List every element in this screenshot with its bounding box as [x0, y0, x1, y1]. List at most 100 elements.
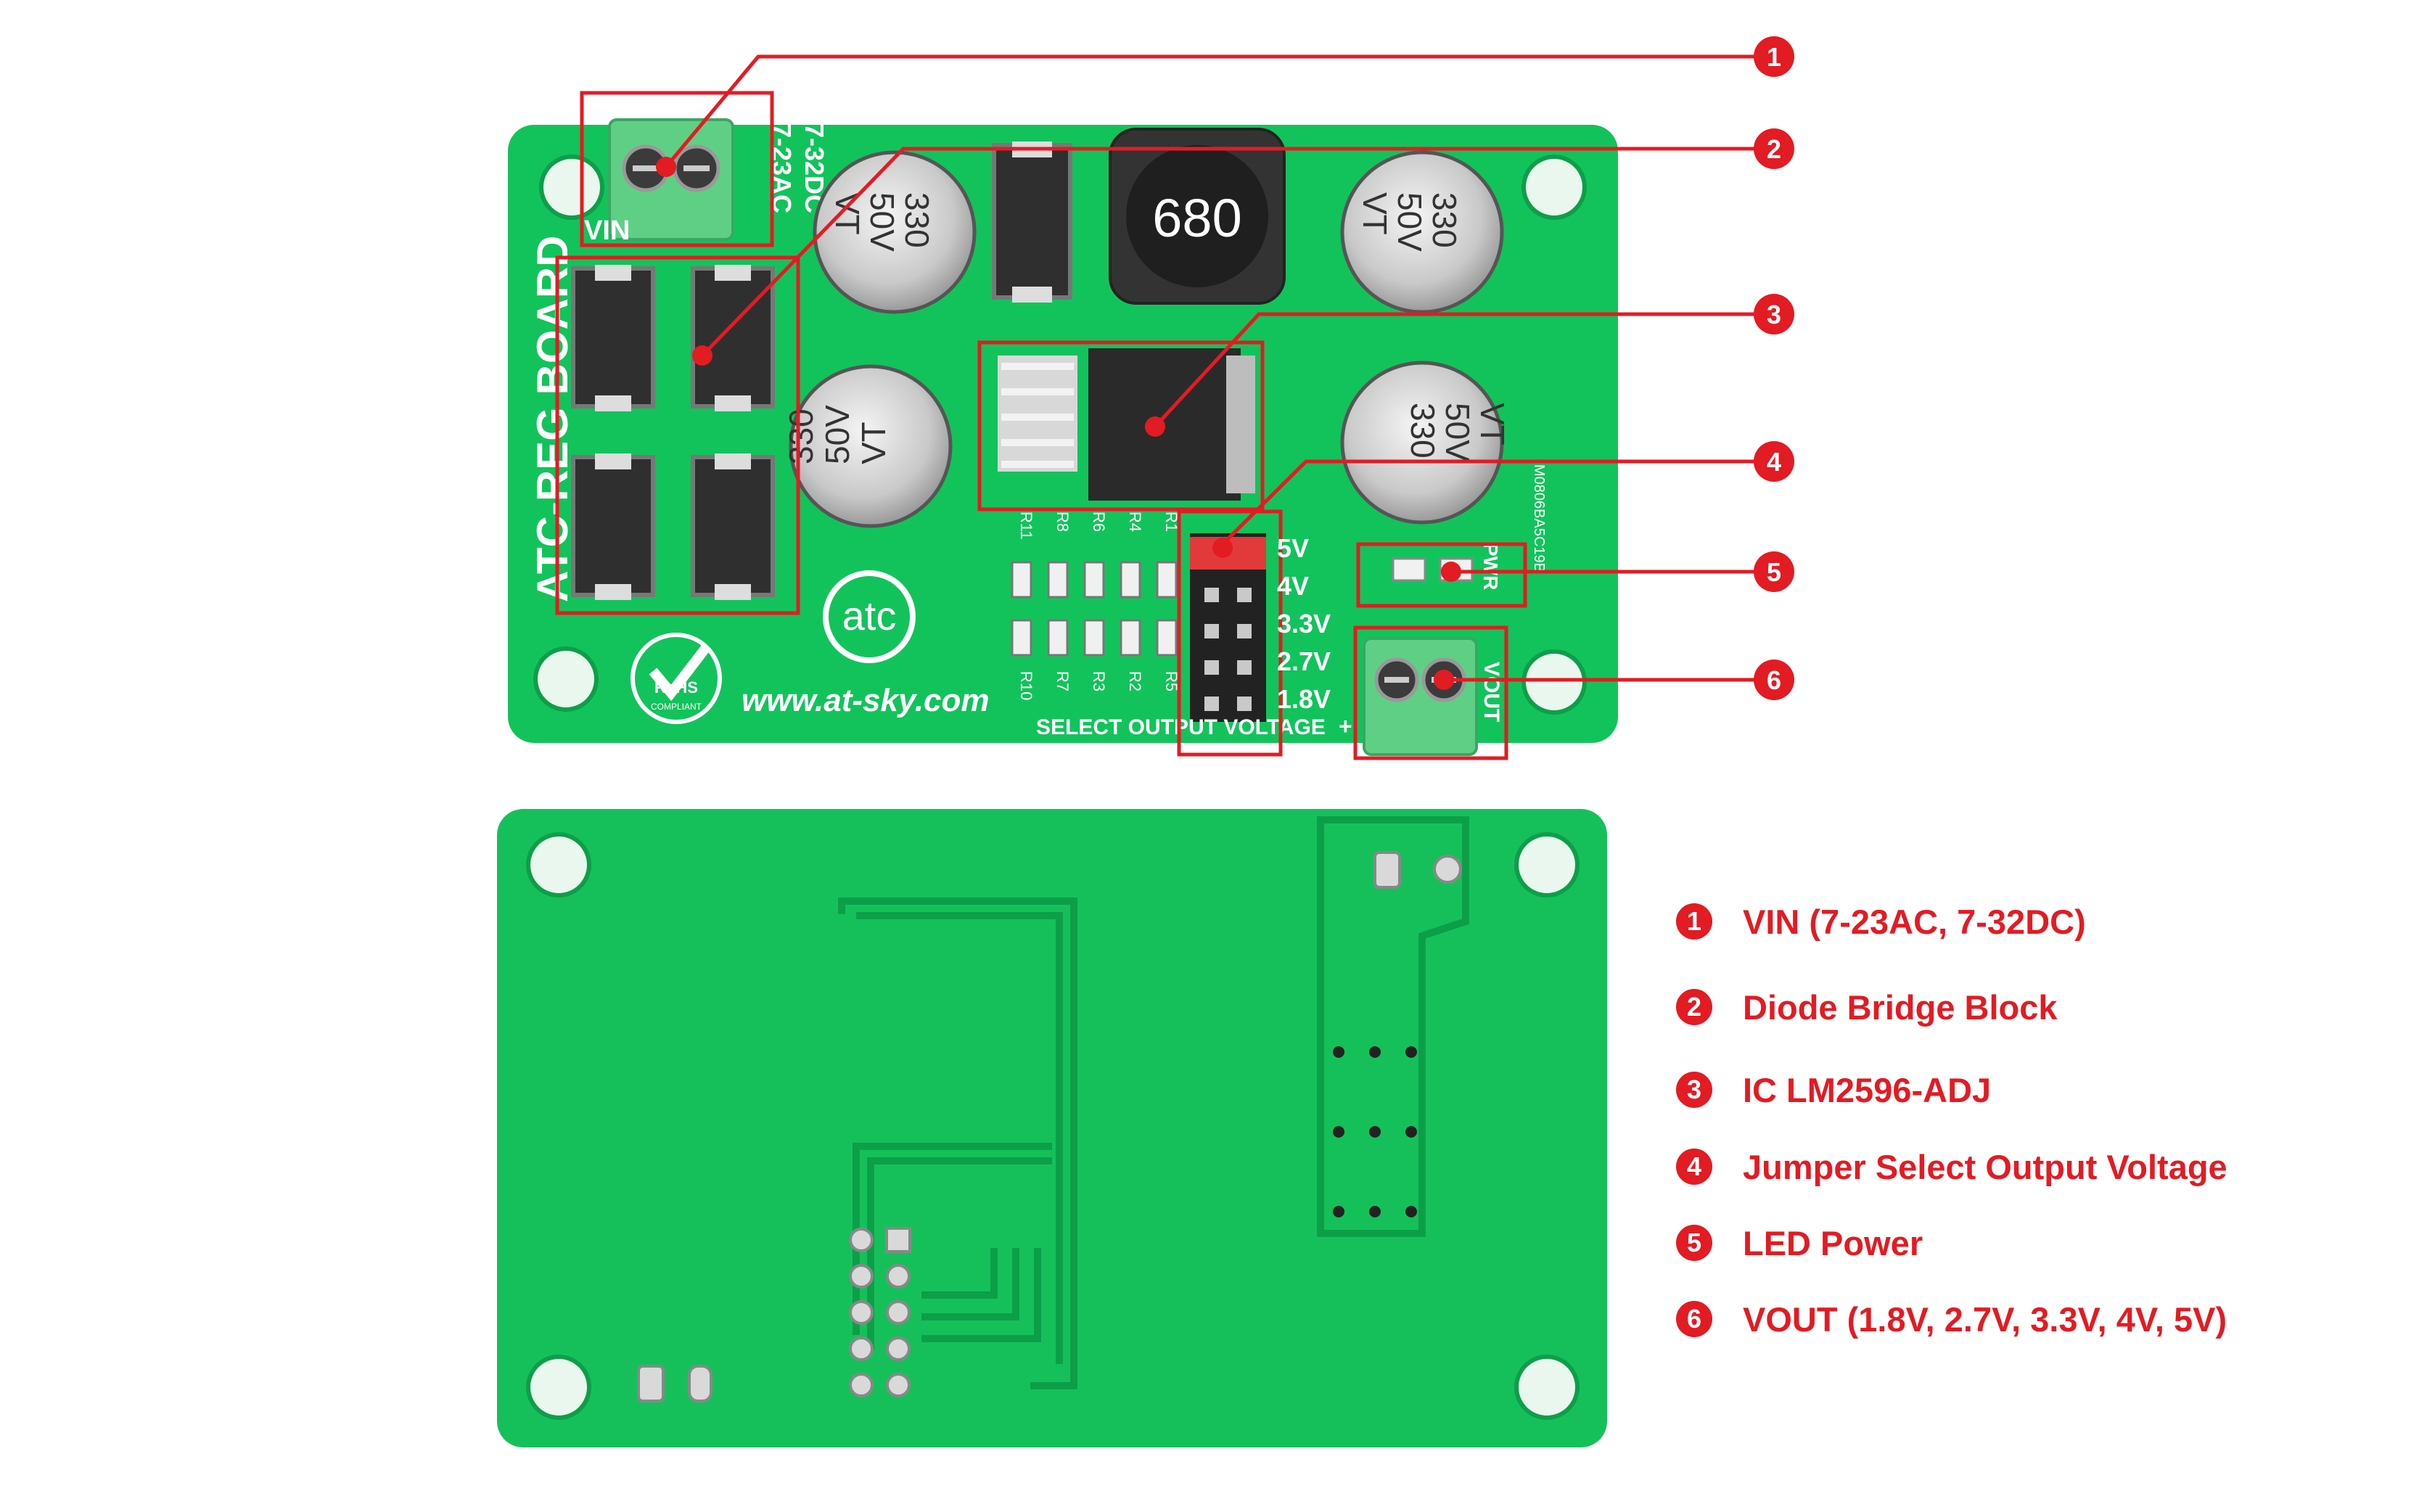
callout-badge — [1754, 36, 1794, 77]
back-pad — [849, 1264, 874, 1289]
back-pad — [849, 1373, 874, 1397]
svg-text:COMPLIANT: COMPLIANT — [651, 702, 702, 712]
header-pin — [1204, 588, 1219, 602]
svg-text:VT: VT — [1356, 192, 1394, 235]
via — [1405, 1126, 1417, 1138]
svg-text:680: 680 — [1152, 188, 1241, 248]
trace — [838, 897, 1077, 1389]
callout-badge — [1754, 128, 1794, 169]
voltage-labels: 5V 4V 3.3V 2.7V 1.8V — [1277, 533, 1331, 714]
legend-item-6: 6 VOUT (1.8V, 2.7V, 3.3V, 4V, 5V) — [1676, 1294, 2227, 1344]
callout-badge-number: 6 — [1767, 665, 1781, 695]
back-pads — [849, 1227, 911, 1397]
callout-badge-number: 1 — [1767, 42, 1781, 72]
voltage-label: 5V — [1277, 533, 1309, 563]
via — [1369, 1046, 1381, 1058]
schottky-diode — [992, 143, 1072, 300]
callout-box-2 — [555, 255, 800, 615]
voltage-label: 4V — [1277, 571, 1309, 601]
resistor — [1011, 619, 1032, 657]
legend-badge: 4 — [1676, 1149, 1712, 1185]
pwr-label: PWR — [1479, 543, 1502, 590]
resistor-label: R4 — [1126, 511, 1144, 532]
atc-logo-ring — [823, 570, 916, 663]
legend-badge: 5 — [1676, 1225, 1712, 1261]
resistor — [1083, 619, 1105, 657]
legend-item-2: 2 Diode Bridge Block — [1676, 982, 2058, 1032]
resistor — [1083, 561, 1105, 599]
back-pad — [886, 1264, 911, 1289]
callout-badge-number: 5 — [1767, 557, 1781, 587]
resistor — [1120, 619, 1141, 657]
legend-label: VIN (7-23AC, 7-32DC) — [1743, 902, 2086, 941]
callout-badge — [1754, 294, 1794, 334]
header-pin — [1237, 697, 1252, 711]
resistor — [1047, 619, 1069, 657]
vias — [1333, 1046, 1417, 1217]
via — [1369, 1126, 1381, 1138]
back-pad — [849, 1300, 874, 1325]
mount-hole — [1521, 649, 1587, 715]
voltage-label: 1.8V — [1277, 684, 1331, 714]
resistor-label: R8 — [1054, 511, 1072, 532]
mount-hole — [1514, 832, 1580, 897]
callout-box-1 — [580, 91, 774, 247]
legend-label: IC LM2596-ADJ — [1743, 1070, 1992, 1109]
callout-badge-number: 3 — [1767, 300, 1781, 329]
website: www.at-sky.com — [742, 683, 990, 718]
resistor-label: R3 — [1090, 671, 1108, 691]
header-pin — [1204, 624, 1219, 638]
svg-text:50V: 50V — [818, 405, 856, 464]
callout-dots — [656, 157, 1461, 690]
vin-silk-label: VIN — [584, 215, 630, 246]
resistor — [1011, 561, 1032, 599]
legend-item-4: 4 Jumper Select Output Voltage — [1676, 1141, 2227, 1192]
callout-box-6 — [1353, 625, 1508, 760]
callout-box-3 — [977, 340, 1265, 511]
voltage-label: 2.7V — [1277, 646, 1331, 676]
header-pin — [1237, 660, 1252, 675]
svg-text:50V: 50V — [1439, 403, 1477, 462]
capacitor-mid-left: 330 50V VT — [782, 364, 953, 528]
back-pad — [849, 1228, 874, 1252]
svg-text:330: 330 — [1426, 192, 1463, 248]
diode-bridge — [571, 265, 775, 600]
mount-hole — [1514, 1355, 1580, 1420]
vout-silk-label: VOUT — [1479, 662, 1503, 722]
via — [1405, 1206, 1417, 1217]
resistor-label: R10 — [1017, 671, 1035, 700]
led-resistor — [1392, 557, 1426, 582]
svg-text:50V: 50V — [1391, 192, 1429, 252]
back-pcb — [497, 809, 1607, 1447]
resistor — [1156, 561, 1178, 599]
capacitor-mid-right: 330 50V VT — [1340, 361, 1511, 525]
vin-terminal — [608, 118, 734, 241]
svg-text:330: 330 — [1404, 403, 1442, 459]
svg-text:RoHS: RoHS — [654, 678, 698, 697]
mount-hole — [1521, 155, 1587, 220]
legend-label: LED Power — [1743, 1223, 1923, 1262]
svg-text:330: 330 — [898, 192, 936, 248]
voltage-label: 3.3V — [1277, 609, 1331, 638]
header-pin — [1237, 624, 1252, 638]
via — [1333, 1046, 1344, 1058]
legend-label: VOUT (1.8V, 2.7V, 3.3V, 4V, 5V) — [1743, 1299, 2227, 1339]
capacitor-top-right: 330 50V VT — [1340, 150, 1504, 314]
mount-hole — [526, 832, 591, 897]
front-board: VIN 7-23AC 7-32DC ATC-REG BOARD 330 50V … — [508, 118, 1618, 756]
serial-number: M0806BA5C19B — [1531, 464, 1547, 572]
resistor — [1156, 619, 1178, 657]
callout-badge-number: 4 — [1767, 447, 1781, 477]
back-pad — [885, 1227, 911, 1253]
via — [1333, 1126, 1344, 1138]
legend-badge: 1 — [1676, 903, 1712, 940]
callout-boxes — [555, 91, 1527, 760]
resistor-label: R11 — [1017, 511, 1035, 540]
resistor — [1047, 561, 1069, 599]
back-pad — [849, 1336, 874, 1361]
svg-text:VT: VT — [829, 192, 866, 235]
via — [1333, 1206, 1344, 1217]
legend-badge: 3 — [1676, 1072, 1712, 1108]
